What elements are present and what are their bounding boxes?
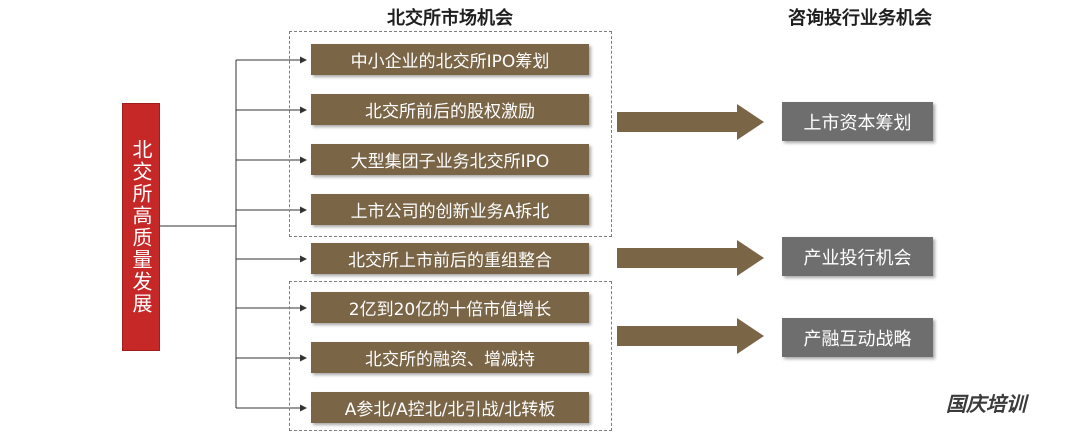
consulting-header: 咨询投行业务机会 [788, 8, 932, 29]
market-item: 北交所上市前后的重组整合 [311, 243, 589, 274]
big-arrow-2 [617, 240, 764, 276]
group-box-top [289, 31, 612, 237]
opportunity-box: 上市资本筹划 [782, 102, 933, 141]
market-item: 大型集团子业务北交所IPO [311, 144, 589, 175]
group-box-bottom [289, 281, 612, 431]
market-header: 北交所市场机会 [387, 8, 513, 29]
market-item: 北交所前后的股权激励 [311, 94, 589, 125]
market-item: 中小企业的北交所IPO筹划 [311, 44, 589, 75]
big-arrow-1 [617, 104, 764, 140]
opportunity-box: 产融互动战略 [782, 318, 933, 357]
root-label: 北交所高质量发展 [129, 139, 153, 315]
big-arrow-3 [617, 318, 764, 354]
market-item: 2亿到20亿的十倍市值增长 [311, 292, 589, 323]
market-item: 北交所的融资、增减持 [311, 342, 589, 373]
watermark-logo: 国庆培训 [946, 392, 1026, 416]
opportunity-box: 产业投行机会 [782, 237, 933, 276]
market-item: A参北/A控北/北引战/北转板 [311, 392, 589, 423]
root-node: 北交所高质量发展 [122, 103, 160, 351]
market-item: 上市公司的创新业务A拆北 [311, 194, 589, 225]
